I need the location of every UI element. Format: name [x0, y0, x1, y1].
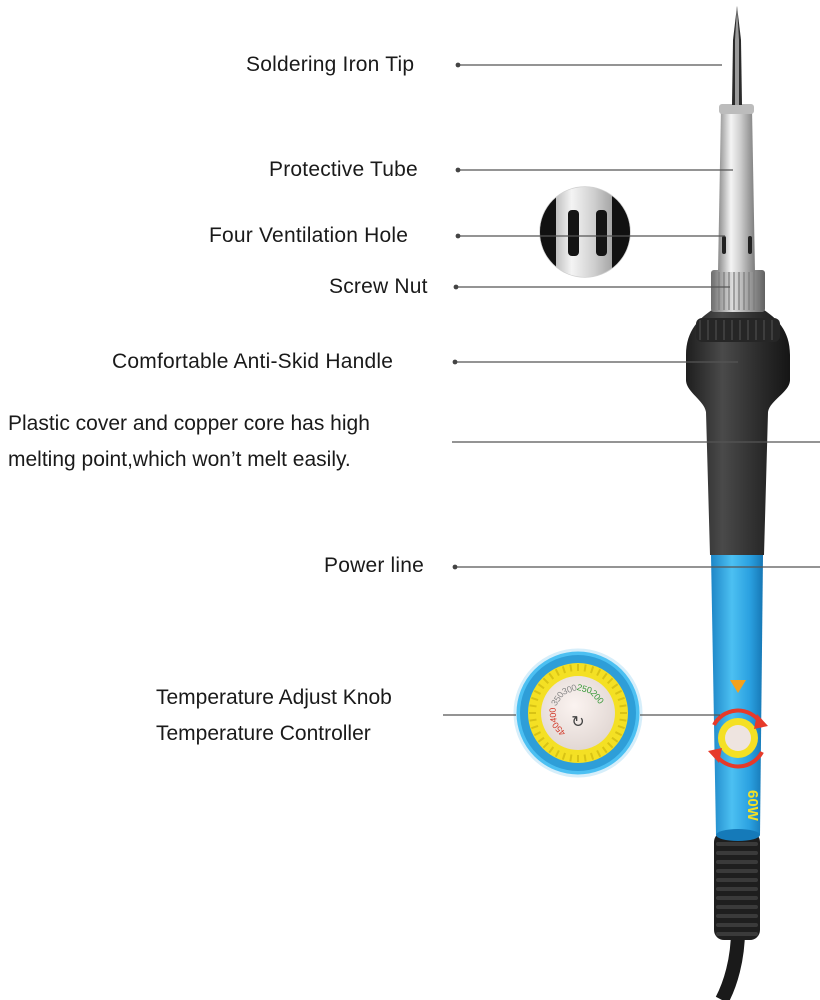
screw-nut	[711, 270, 765, 312]
label-anti-skid-handle: Comfortable Anti-Skid Handle	[112, 350, 394, 373]
label-screw-nut: Screw Nut	[329, 275, 428, 298]
leader-lines	[443, 62, 820, 716]
svg-text:↻: ↻	[571, 714, 584, 731]
label-plastic-cover-line2: melting point,which won’t melt easily.	[8, 448, 351, 471]
label-temperature-controller-line2: Temperature Controller	[156, 722, 371, 745]
soldering-tip	[732, 6, 742, 105]
black-handle	[686, 310, 790, 555]
body-temperature-knob	[708, 708, 768, 769]
label-ventilation-hole: Four Ventilation Hole	[209, 224, 409, 247]
dial-mark-300: 300	[561, 682, 579, 697]
dial-mark-400: 400	[547, 707, 558, 723]
ventilation-hole-magnifier	[539, 186, 631, 278]
label-temperature-knob-line1: Temperature Adjust Knob	[156, 686, 392, 709]
label-power-line: Power line	[324, 554, 425, 577]
protective-tube	[718, 104, 755, 272]
power-cable	[714, 832, 760, 1000]
blue-body: 60W	[711, 555, 763, 841]
label-protective-tube: Protective Tube	[269, 158, 418, 181]
label-plastic-cover-line1: Plastic cover and copper core has high	[8, 412, 370, 435]
label-plastic-cover: Plastic cover and copper core has high m…	[8, 406, 370, 478]
label-soldering-iron-tip: Soldering Iron Tip	[246, 53, 415, 76]
label-temperature-knob: Temperature Adjust Knob Temperature Cont…	[156, 680, 392, 752]
body-wattage-text: 60W	[744, 790, 761, 822]
dial-mark-250: 250	[576, 682, 593, 696]
